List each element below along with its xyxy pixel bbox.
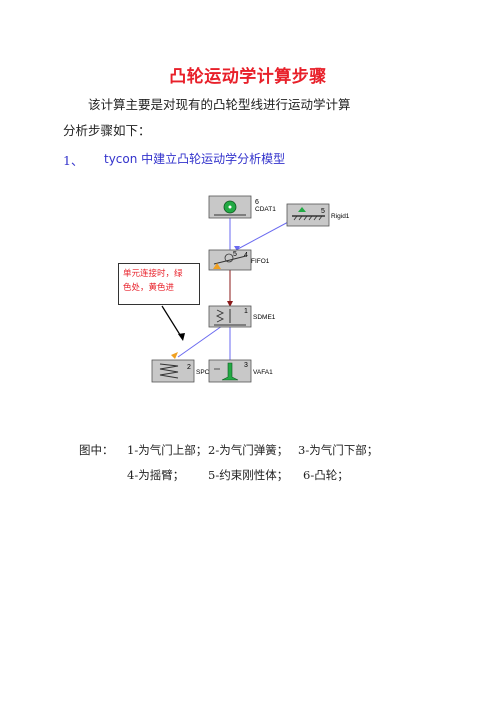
note-line-2: 色处，黄色进 xyxy=(123,283,175,293)
valve-icon xyxy=(221,362,239,381)
block-vafa1-label: VAFA1 xyxy=(253,369,273,376)
intro-line-1: 该计算主要是对现有的凸轮型线进行运动学计算 xyxy=(88,97,351,112)
intro-line-2: 分析步骤如下： xyxy=(63,123,151,138)
document-title: 凸轮运动学计算步骤 xyxy=(169,67,327,87)
arrow-into-sdme xyxy=(227,301,233,307)
block-cdat1-label: CDAT1 xyxy=(255,206,276,213)
ground-icon xyxy=(293,215,323,221)
connection-note: 单元连接时，绿 色处，黄色进 xyxy=(118,263,200,305)
note-pointer-head xyxy=(178,333,185,341)
block-vafa1-num: 3 xyxy=(244,362,248,369)
block-spc-num: 2 xyxy=(187,364,191,371)
block-fifo1-num-5: 5 xyxy=(233,251,237,258)
legend-item-4: 4-为摇臂； xyxy=(127,468,185,482)
block-sdme1-num: 1 xyxy=(244,308,248,315)
legend-prefix: 图中： xyxy=(79,443,114,457)
block-spc-label: SPC xyxy=(196,369,210,376)
block-fifo1-label: FIFO1 xyxy=(251,258,270,265)
step-1-number: 1、 xyxy=(63,153,84,168)
block-rigid1-num: 5 xyxy=(321,208,325,215)
block-rigid1[interactable] xyxy=(286,203,330,227)
block-rigid1-label: Rigid1 xyxy=(331,213,350,220)
link-sdme-spc xyxy=(177,325,223,358)
note-pointer-line xyxy=(161,305,183,339)
block-vafa1[interactable] xyxy=(208,359,252,383)
block-cdat1[interactable] xyxy=(208,195,252,219)
legend-item-1: 1-为气门上部； xyxy=(127,443,208,457)
legend-item-6: 6-凸轮； xyxy=(303,468,349,482)
spring-damper-icon xyxy=(215,309,225,323)
block-spc[interactable] xyxy=(151,359,195,383)
legend-item-2: 2-为气门弹簧； xyxy=(208,443,289,457)
block-fifo1[interactable] xyxy=(208,249,252,271)
legend-item-3: 3-为气门下部； xyxy=(298,443,379,457)
block-cdat1-num: 6 xyxy=(255,199,259,206)
arrow-into-spc xyxy=(171,352,178,359)
note-line-1: 单元连接时，绿 xyxy=(123,269,183,279)
block-sdme1-label: SDME1 xyxy=(253,314,276,321)
block-sdme1[interactable] xyxy=(208,305,252,328)
rocker-icon xyxy=(224,253,234,263)
arrow-into-fifo xyxy=(234,246,240,251)
step-1-heading: tycon 中建立凸轮运动学分析模型 xyxy=(104,152,286,166)
legend-item-5: 5-约束刚性体； xyxy=(208,468,289,482)
spring-icon xyxy=(159,363,179,379)
block-fifo1-num: 4 xyxy=(244,252,248,259)
